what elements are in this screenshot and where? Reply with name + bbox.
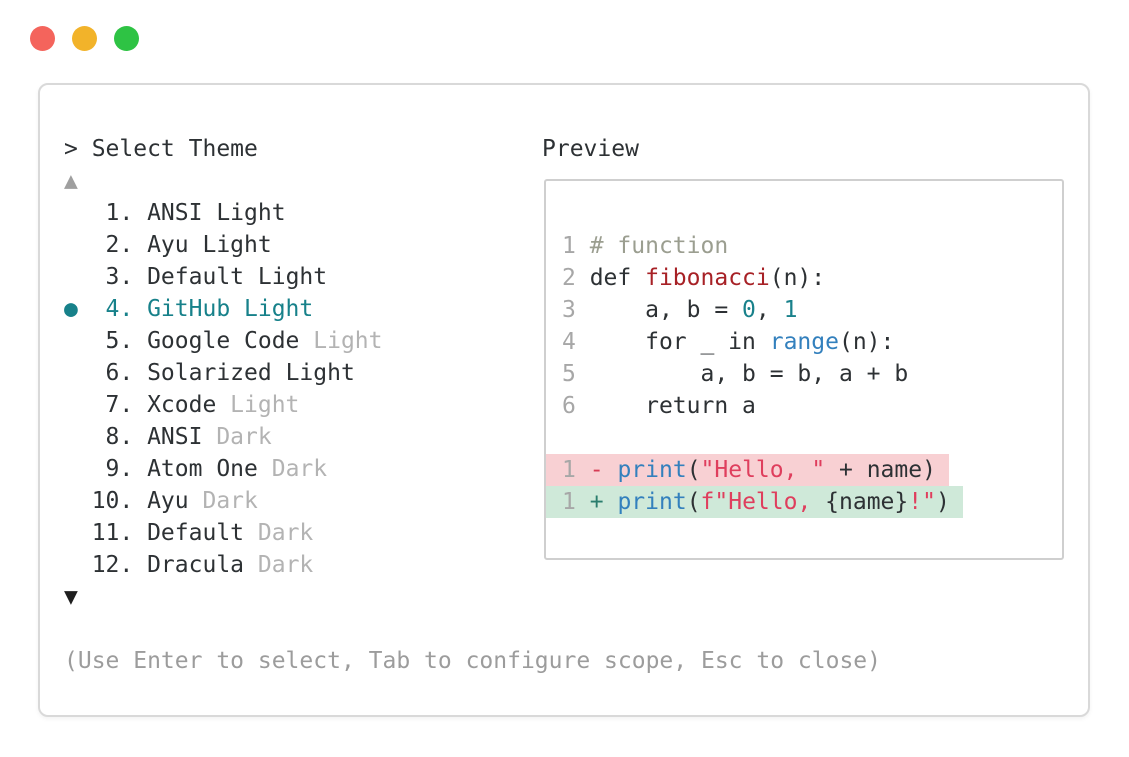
theme-item-2[interactable]: 2. Ayu Light — [64, 232, 272, 258]
diff-removed-line: 1 - print("Hello, " + name) — [546, 454, 1062, 486]
theme-item-5[interactable]: 5. Google Code Light — [64, 328, 383, 354]
theme-item-8[interactable]: 8. ANSI Dark — [64, 424, 272, 450]
theme-item-7[interactable]: 7. Xcode Light — [64, 392, 300, 418]
scroll-down-indicator[interactable]: ▼ — [64, 584, 78, 610]
code-line: 6 return a — [562, 393, 756, 419]
theme-item-1[interactable]: 1. ANSI Light — [64, 200, 286, 226]
theme-item-12[interactable]: 12. Dracula Dark — [64, 552, 314, 578]
theme-item-6[interactable]: 6. Solarized Light — [64, 360, 355, 386]
preview-pane: 1 # function 2 def fibonacci(n): 3 a, b = … — [544, 179, 1064, 560]
theme-picker-window: > Select Theme ▲ 1. ANSI Light 2. Ayu Li… — [38, 83, 1090, 717]
code-line: 5 a, b = b, a + b — [562, 361, 909, 387]
code-line — [562, 422, 1062, 454]
prompt-title: > Select Theme — [64, 136, 258, 162]
code-line: 4 for _ in range(n): — [562, 329, 895, 355]
theme-list-pane: > Select Theme ▲ 1. ANSI Light 2. Ayu Li… — [64, 133, 383, 613]
minimize-button[interactable] — [72, 26, 97, 51]
theme-item-4[interactable]: ● 4. GitHub Light — [64, 296, 314, 322]
theme-item-3[interactable]: 3. Default Light — [64, 264, 328, 290]
scroll-up-indicator[interactable]: ▲ — [64, 168, 78, 194]
preview-label: Preview — [542, 136, 639, 162]
code-preview: 1 # function 2 def fibonacci(n): 3 a, b = … — [546, 230, 1062, 518]
code-line: 1 # function — [562, 233, 729, 259]
theme-item-10[interactable]: 10. Ayu Dark — [64, 488, 258, 514]
close-button[interactable] — [30, 26, 55, 51]
window-controls — [30, 26, 139, 51]
theme-item-9[interactable]: 9. Atom One Dark — [64, 456, 328, 482]
theme-item-11[interactable]: 11. Default Dark — [64, 520, 314, 546]
code-line: 2 def fibonacci(n): — [562, 265, 826, 291]
help-hint: (Use Enter to select, Tab to configure s… — [64, 648, 881, 674]
diff-added-line: 1 + print(f"Hello, {name}!") — [546, 486, 1062, 518]
theme-item-list: 1. ANSI Light 2. Ayu Light 3. Default Li… — [64, 197, 383, 581]
zoom-button[interactable] — [114, 26, 139, 51]
code-line: 3 a, b = 0, 1 — [562, 297, 798, 323]
